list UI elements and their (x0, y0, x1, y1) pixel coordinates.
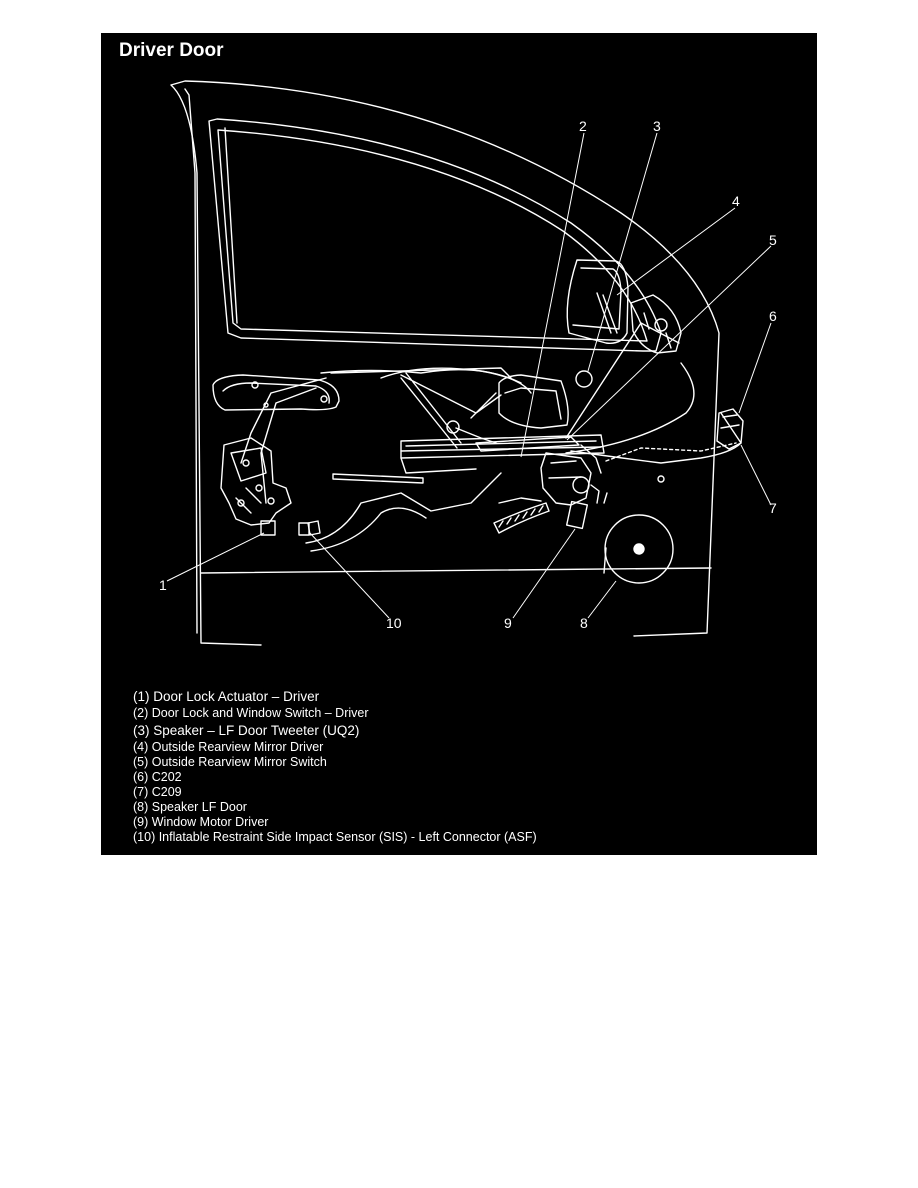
legend-item: (1) Door Lock Actuator – Driver (133, 689, 320, 704)
lf-door-speaker (604, 514, 674, 584)
door-lock-actuator (220, 437, 292, 526)
driver-door-illustration: 2 3 4 5 6 7 1 10 9 8 (159, 80, 777, 646)
window-motor (540, 452, 592, 506)
regulator-sector (493, 502, 550, 534)
callout-7: 7 (769, 500, 777, 516)
diagram-panel: Driver Door (101, 33, 817, 855)
mirror-mount (630, 294, 682, 354)
diagram-title: Driver Door (119, 40, 224, 61)
wiring-harness (240, 322, 742, 504)
connector-c202-c209 (716, 408, 744, 450)
component-legend: (1) Door Lock Actuator – Driver (2) Door… (133, 687, 537, 845)
side-impact-connector (307, 520, 321, 536)
callout-2: 2 (579, 118, 587, 134)
legend-item: (10) Inflatable Restraint Side Impact Se… (133, 830, 537, 844)
legend-item: (7) C209 (133, 785, 182, 799)
door-inner-line (184, 88, 198, 634)
window-frame-outer (208, 118, 662, 352)
callout-6: 6 (769, 308, 777, 324)
legend-item: (5) Outside Rearview Mirror Switch (133, 755, 327, 769)
callout-4: 4 (732, 193, 740, 209)
window-regulator (330, 367, 512, 449)
door-outline (170, 80, 720, 646)
legend-item: (3) Speaker – LF Door Tweeter (UQ2) (133, 723, 360, 738)
tweeter-speaker (575, 370, 593, 388)
legend-item: (8) Speaker LF Door (133, 800, 247, 814)
window-frame-inner (217, 129, 648, 342)
callout-10: 10 (386, 615, 402, 631)
mirror-glass (566, 259, 629, 344)
legend-item: (9) Window Motor Driver (133, 815, 269, 829)
outside-handle (212, 374, 340, 411)
switch-panel (400, 434, 605, 459)
door-lower-crease (200, 567, 712, 574)
callout-3: 3 (653, 118, 661, 134)
callout-1: 1 (159, 577, 167, 593)
legend-item: (4) Outside Rearview Mirror Driver (133, 740, 324, 754)
legend-item: (2) Door Lock and Window Switch – Driver (133, 706, 369, 720)
legend-item: (6) C202 (133, 770, 182, 784)
callout-9: 9 (504, 615, 512, 631)
callout-8: 8 (580, 615, 588, 631)
callout-5: 5 (769, 232, 777, 248)
